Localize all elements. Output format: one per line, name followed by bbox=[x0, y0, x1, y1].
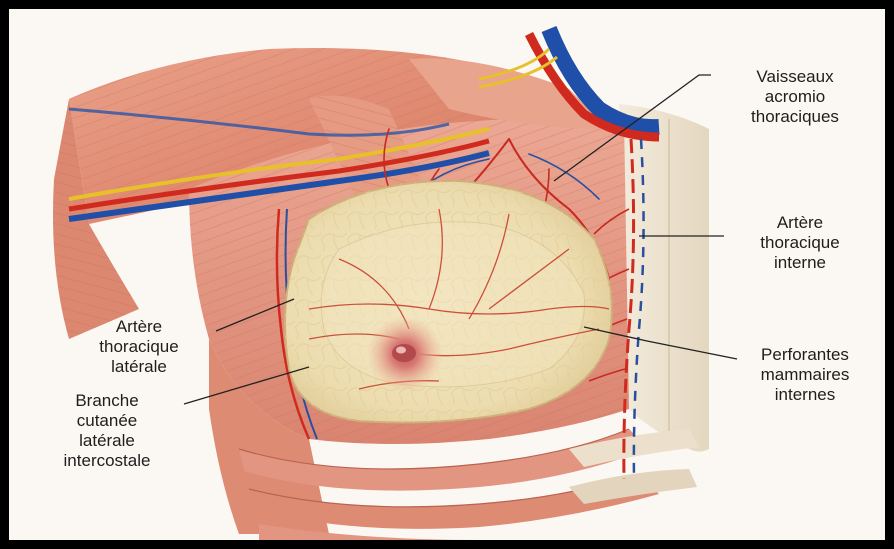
label-line: latérale bbox=[27, 431, 187, 451]
label-line: Branche bbox=[27, 391, 187, 411]
label-line: mammaires bbox=[735, 365, 875, 385]
illustration-canvas: Vaisseaux acromio thoraciques Artère tho… bbox=[9, 9, 885, 540]
label-artere-thoracique-interne: Artère thoracique interne bbox=[725, 213, 875, 273]
label-line: Artère bbox=[69, 317, 209, 337]
sternum-bone bbox=[619, 104, 709, 452]
label-line: Artère bbox=[725, 213, 875, 233]
label-line: Perforantes bbox=[735, 345, 875, 365]
label-line: latérale bbox=[69, 357, 209, 377]
label-line: interne bbox=[725, 253, 875, 273]
label-artere-thoracique-laterale: Artère thoracique latérale bbox=[69, 317, 209, 377]
label-line: Vaisseaux bbox=[715, 67, 875, 87]
label-line: thoraciques bbox=[715, 107, 875, 127]
label-line: acromio bbox=[715, 87, 875, 107]
breast-gland bbox=[285, 181, 612, 423]
label-perforantes-mammaires-internes: Perforantes mammaires internes bbox=[735, 345, 875, 405]
label-line: thoracique bbox=[725, 233, 875, 253]
nipple-areola bbox=[367, 316, 443, 392]
label-line: thoracique bbox=[69, 337, 209, 357]
label-line: internes bbox=[735, 385, 875, 405]
label-vaisseaux-acromio-thoraciques: Vaisseaux acromio thoraciques bbox=[715, 67, 875, 127]
label-branche-cutanee-laterale-intercostale: Branche cutanée latérale intercostale bbox=[27, 391, 187, 471]
label-line: intercostale bbox=[27, 451, 187, 471]
label-line: cutanée bbox=[27, 411, 187, 431]
